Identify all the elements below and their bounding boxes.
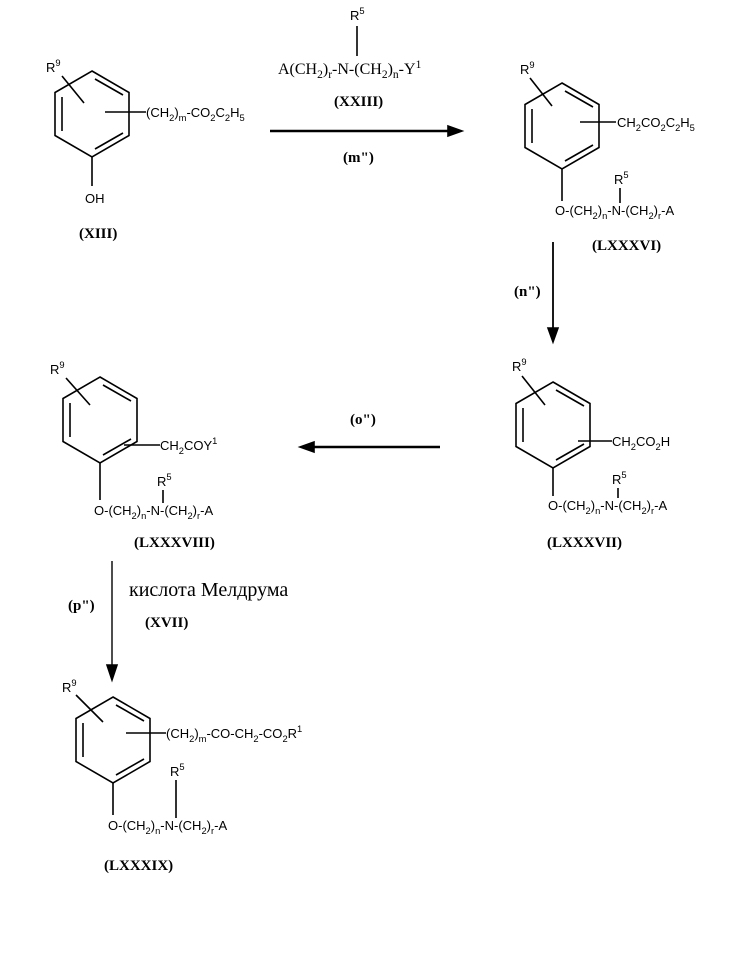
r9-label: R9​: [62, 678, 77, 695]
benzene-ring: [525, 83, 599, 169]
step-p: (p") кислота Мелдрума (XVII): [68, 561, 288, 680]
benzene-ring: [516, 382, 590, 468]
compound-lxxxix: R9​ (CH2​)m​-CO-CH2​-CO2​R1​ R5​ O-(CH2​…: [62, 678, 302, 874]
amine-chain: O-(CH2​)n​-N-(CH2​)r​-A: [108, 818, 227, 836]
reagent-label: (XVII): [145, 615, 188, 631]
r5-label: R5​: [612, 470, 627, 487]
reagent-formula: A(CH2​)r​-N-(CH2​)n​-Y1​: [278, 59, 422, 81]
step-label: (m"): [343, 150, 374, 166]
substituent: CH2​COY1​: [160, 436, 217, 456]
r5-label: R5​: [157, 472, 172, 489]
step-label: (o"): [350, 412, 376, 428]
benzene-ring: [63, 377, 137, 463]
reagent-name: кислота Мелдрума: [129, 579, 288, 601]
compound-lxxxvii: R9​ CH2​CO2​H R5​ O-(CH2​)n​-N-(CH2​)r​-…: [512, 357, 670, 551]
r9-label: R9​: [50, 360, 65, 377]
step-n: (n"): [514, 242, 558, 342]
benzene-ring: [76, 697, 150, 783]
compound-label: (LXXXIX): [104, 858, 173, 874]
substituent: (CH2​)m​-CO-CH2​-CO2​R1​: [166, 724, 302, 744]
substituent: CH2​CO2​C2​H5​: [617, 115, 695, 133]
substituent: CH2​CO2​H: [612, 434, 670, 452]
compound-label: (XIII): [79, 226, 117, 242]
amine-chain: O-(CH2​)n​-N-(CH2​)r​-A: [548, 498, 667, 516]
compound-label: (LXXXVIII): [134, 535, 215, 551]
r9-label: R9​: [520, 60, 535, 77]
r9-label: R9​: [512, 357, 527, 374]
step-label: (n"): [514, 284, 541, 300]
compound-xiii: R9​ (CH2​)m​-CO2​C2​H5​ OH (XIII): [46, 58, 245, 242]
substituent: (CH2​)m​-CO2​C2​H5​: [146, 105, 245, 123]
step-label: (p"): [68, 598, 95, 614]
r5-label: R5​: [614, 170, 629, 187]
step-o: (o"): [300, 412, 440, 452]
benzene-ring: [55, 71, 129, 157]
compound-lxxxviii: R9​ CH2​COY1​ R5​ O-(CH2​)n​-N-(CH2​)r​-…: [50, 360, 217, 551]
reagent-r5: R5​: [350, 6, 365, 23]
compound-lxxxvi: R9​ CH2​CO2​C2​H5​ R5​ O-(CH2​)n​-N-(CH2…: [520, 60, 695, 254]
compound-label: (LXXXVII): [547, 535, 622, 551]
r5-label: R5​: [170, 762, 185, 779]
compound-label: (LXXXVI): [592, 238, 661, 254]
amine-chain: O-(CH2​)n​-N-(CH2​)r​-A: [94, 503, 213, 521]
oh-group: OH: [85, 191, 105, 206]
reagent-label: (XXIII): [334, 94, 383, 110]
step-m: R5​ A(CH2​)r​-N-(CH2​)n​-Y1​ (XXIII) (m"…: [270, 6, 462, 166]
amine-chain: O-(CH2​)n​-N-(CH2​)r​-A: [555, 203, 674, 221]
r9-label: R9​: [46, 58, 61, 75]
